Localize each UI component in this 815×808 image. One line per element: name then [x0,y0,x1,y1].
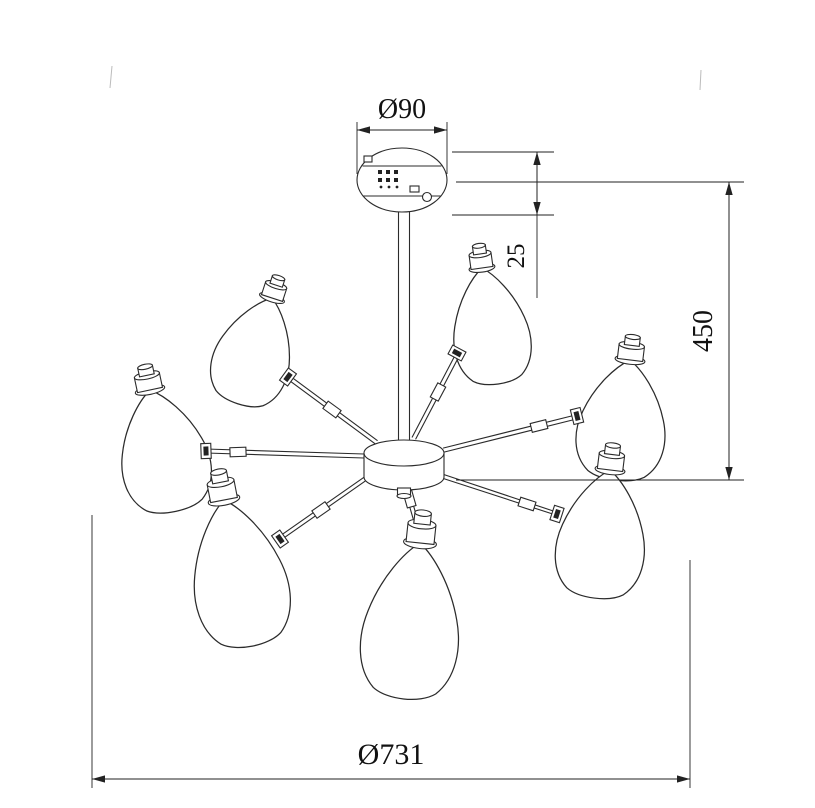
socket-clamp [549,504,565,524]
shade-left [101,355,219,520]
arm-joint [429,382,447,402]
canopy-bracket [409,185,420,193]
socket-clamp [200,442,212,460]
arm-joint [229,446,247,458]
ceiling-canopy [356,147,448,213]
dim-fixture-height: 450 [456,181,744,481]
fixture-height-label: 450 [688,310,719,352]
dim-canopy-diameter: Ø90 [356,94,448,174]
shade-upper-right [440,238,536,389]
socket-clamp [569,406,585,426]
arm-joint [311,500,331,520]
canopy-hole [421,191,433,203]
fixture-diameter-label: Ø731 [358,738,425,771]
scan-artifacts [109,65,702,91]
shade-bottom [355,505,472,704]
shade-upper-left [201,264,316,416]
canopy-height-label: 25 [503,244,530,269]
arm-right [442,414,578,453]
stem [397,204,411,448]
dim-fixture-diameter: Ø731 [91,515,691,788]
shade-lower-left [172,460,299,655]
shades [101,238,677,704]
dim-canopy-height: 25 [452,151,554,298]
canopy-diameter-label: Ø90 [378,94,426,125]
arm-joint [529,419,549,433]
socket-clamp [447,344,467,362]
socket-clamp [270,529,290,549]
shade-right [571,329,677,485]
canopy-bracket [363,155,373,163]
socket-clamp [278,367,298,387]
arm-joints [229,382,549,520]
socket-clamps [200,344,585,549]
terminal-block [378,170,399,189]
arm-joint [517,496,537,512]
shade-lower-right [550,437,657,603]
arm-joint [322,400,342,419]
central-hub [363,439,445,500]
